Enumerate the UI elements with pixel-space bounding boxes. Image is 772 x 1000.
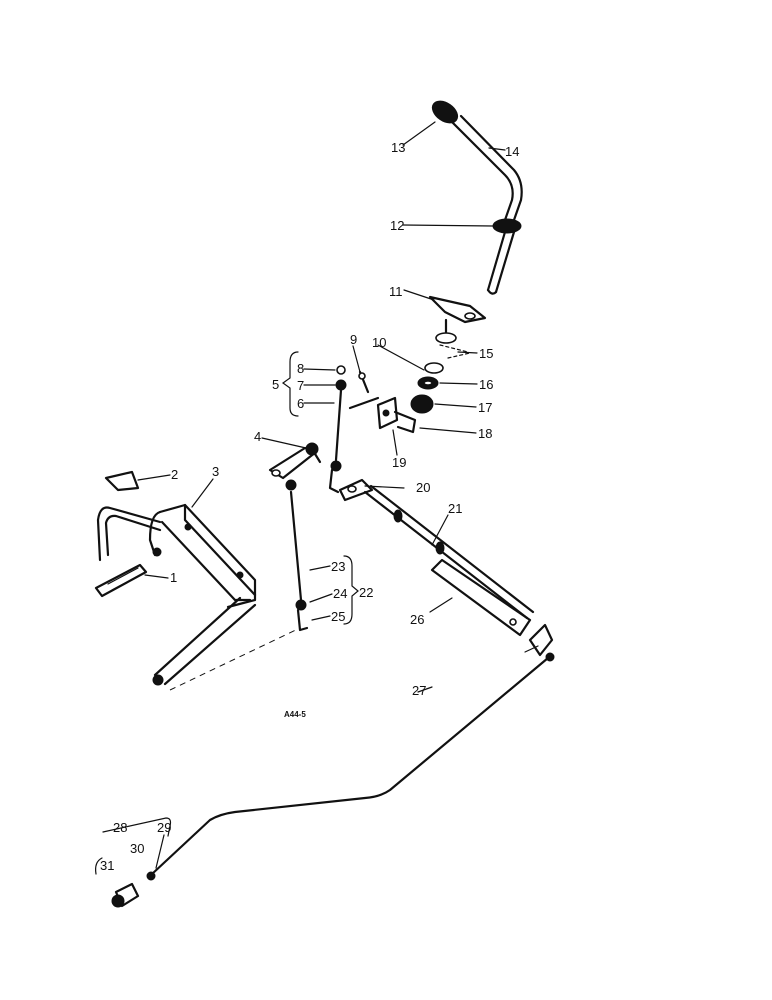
callout-19: 19 (392, 455, 406, 470)
callout-26: 26 (410, 612, 424, 627)
rod-end-parts (111, 871, 156, 908)
callout-24: 24 (333, 586, 347, 601)
callout-11: 11 (389, 284, 403, 299)
callout-17: 17 (478, 400, 492, 415)
control-rod (150, 656, 550, 876)
callout-25: 25 (331, 609, 345, 624)
callout-30: 30 (130, 841, 144, 856)
callout-14: 14 (505, 144, 519, 159)
pin (348, 370, 380, 410)
shaft-bracket (430, 558, 532, 637)
callout-22: 22 (359, 585, 373, 600)
drawing-code: A44-5 (284, 710, 306, 719)
callout-5: 5 (272, 377, 279, 392)
pivot-plate (428, 295, 487, 344)
brace-31 (95, 857, 103, 875)
callout-6: 6 (297, 396, 304, 411)
callout-12: 12 (390, 218, 404, 233)
pedal-tube (96, 506, 162, 562)
brace-28 (102, 817, 172, 837)
pedal-pad (94, 563, 148, 598)
callout-28: 28 (113, 820, 127, 835)
frame-bracket (148, 503, 257, 686)
brace-5 (281, 351, 299, 417)
upper-rod-assembly (328, 365, 347, 494)
callout-16: 16 (479, 377, 493, 392)
callout-18: 18 (478, 426, 492, 441)
washer-stack (410, 344, 471, 414)
callout-13: 13 (391, 140, 405, 155)
leader-lines (137, 121, 539, 869)
cover-plate (104, 470, 140, 492)
lever-collar (492, 218, 522, 234)
callout-8: 8 (297, 361, 304, 376)
shaft-lever (338, 478, 374, 502)
callout-21: 21 (448, 501, 462, 516)
linkage-dashed-line (169, 627, 301, 691)
shift-lever (431, 100, 523, 295)
cross-shaft (363, 484, 535, 620)
callout-29: 29 (157, 820, 171, 835)
callout-4: 4 (254, 429, 261, 444)
callout-2: 2 (171, 467, 178, 482)
callout-31: 31 (100, 858, 114, 873)
callout-20: 20 (416, 480, 430, 495)
crank-arm (268, 442, 322, 480)
bell-crank (528, 623, 555, 662)
brace-22 (343, 555, 359, 625)
selector-bracket (376, 396, 417, 434)
callout-27: 27 (412, 683, 426, 698)
callout-1: 1 (170, 570, 177, 585)
callout-3: 3 (212, 464, 219, 479)
lower-rod-assembly (285, 479, 309, 632)
callout-10: 10 (372, 335, 386, 350)
callout-9: 9 (350, 332, 357, 347)
callout-7: 7 (297, 378, 304, 393)
callout-15: 15 (479, 346, 493, 361)
callout-23: 23 (331, 559, 345, 574)
